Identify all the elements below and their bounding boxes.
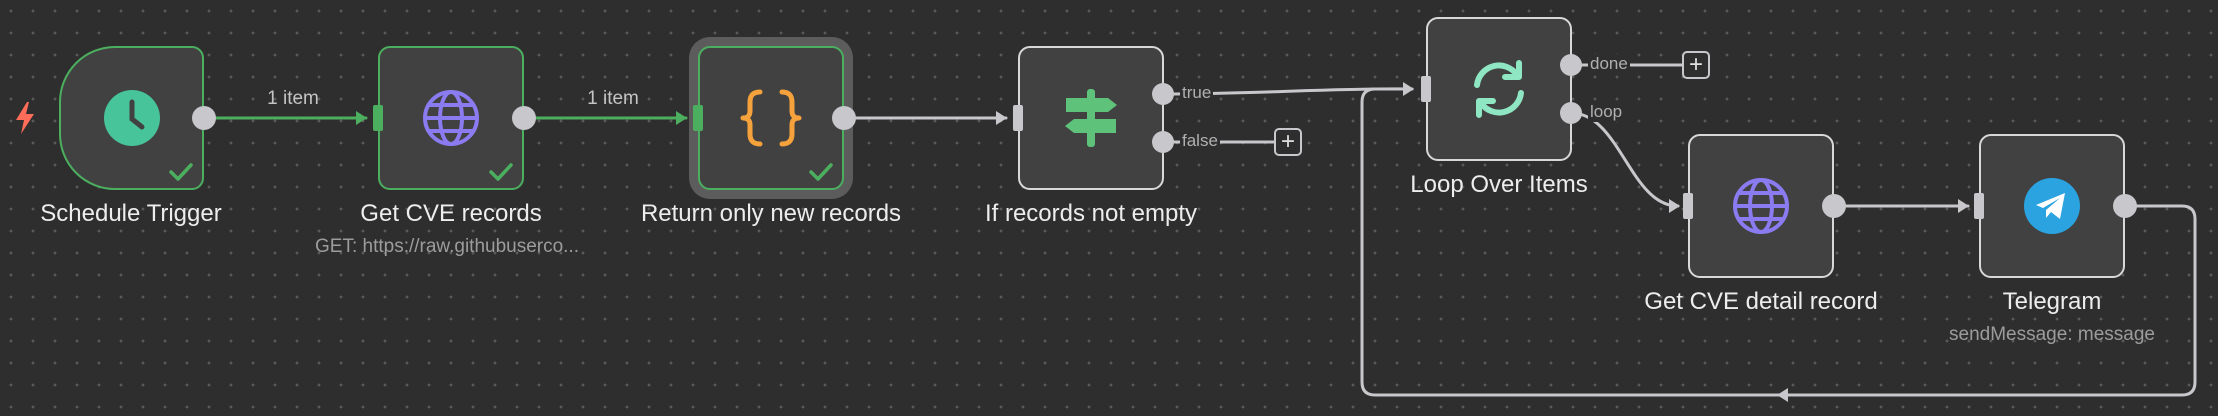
code-braces-icon — [740, 89, 802, 147]
globe-icon — [1731, 176, 1791, 236]
edge-item-count: 1 item — [267, 88, 319, 109]
output-port[interactable] — [192, 106, 216, 130]
node-label: If records not empty — [984, 200, 1198, 227]
node-label: Loop Over Items — [1410, 171, 1588, 198]
input-port[interactable] — [1421, 76, 1431, 102]
success-check-icon — [168, 162, 194, 182]
node-if-records-not-empty[interactable] — [1018, 46, 1164, 190]
node-return-only-new-records[interactable] — [698, 46, 844, 190]
output-port[interactable] — [832, 106, 856, 130]
output-port-true[interactable] — [1152, 83, 1174, 105]
input-port[interactable] — [693, 105, 703, 131]
input-port[interactable] — [1974, 193, 1984, 219]
trigger-bolt-icon — [14, 102, 36, 139]
node-label: Get CVE records — [360, 200, 542, 227]
node-schedule-trigger[interactable] — [59, 46, 204, 190]
success-check-icon — [808, 162, 834, 182]
success-check-icon — [488, 162, 514, 182]
output-label-done: done — [1588, 54, 1630, 74]
globe-icon — [421, 88, 481, 148]
edge-loop-to-detail[interactable] — [1569, 111, 1680, 208]
edge-item-count: 1 item — [587, 88, 639, 109]
output-label-loop: loop — [1588, 102, 1625, 122]
input-port[interactable] — [1683, 193, 1693, 219]
output-port-loop[interactable] — [1560, 102, 1582, 124]
input-port[interactable] — [1013, 105, 1023, 131]
output-port[interactable] — [1822, 194, 1846, 218]
clock-icon — [103, 89, 161, 147]
input-port[interactable] — [373, 105, 383, 131]
node-label: Return only new records — [640, 200, 902, 227]
node-telegram[interactable] — [1979, 134, 2125, 278]
node-label: Get CVE detail record — [1644, 288, 1878, 315]
node-loop-over-items[interactable] — [1426, 17, 1572, 161]
node-get-cve-records[interactable] — [378, 46, 524, 190]
output-port[interactable] — [512, 106, 536, 130]
loop-icon — [1467, 59, 1531, 119]
output-label-false: false — [1180, 131, 1220, 151]
edge-arrowheads — [356, 82, 1969, 402]
output-label-true: true — [1180, 83, 1214, 103]
node-get-cve-detail-record[interactable] — [1688, 134, 1834, 278]
telegram-icon — [2024, 178, 2080, 234]
node-subtitle: sendMessage: message — [1949, 324, 2155, 345]
output-port[interactable] — [2113, 194, 2137, 218]
node-subtitle: GET: https://raw.githubuserco... — [314, 236, 580, 257]
output-port-done[interactable] — [1560, 54, 1582, 76]
output-port-false[interactable] — [1152, 131, 1174, 153]
node-label: Telegram — [2002, 288, 2102, 315]
node-label: Schedule Trigger — [40, 200, 222, 227]
signpost-icon — [1060, 87, 1122, 149]
add-node-button[interactable]: + — [1682, 51, 1710, 79]
add-node-button[interactable]: + — [1274, 128, 1302, 156]
